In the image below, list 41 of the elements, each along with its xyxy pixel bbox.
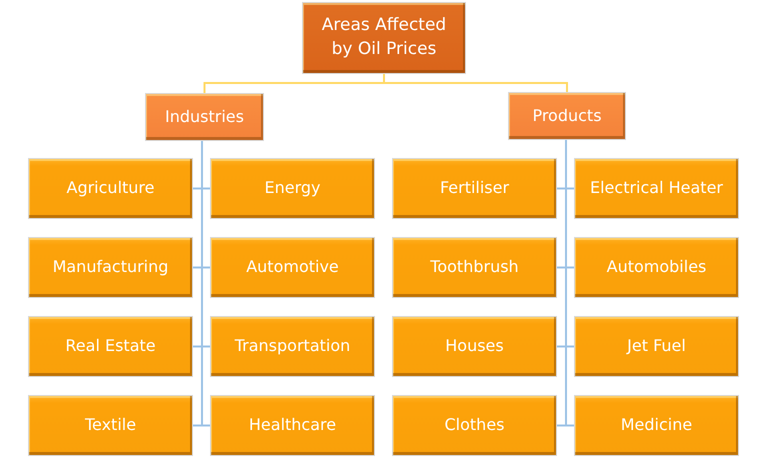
box-label: Healthcare bbox=[248, 414, 336, 436]
category-box bbox=[210, 395, 375, 456]
category-box bbox=[28, 237, 193, 298]
category-box bbox=[574, 158, 739, 219]
box-label: Automobiles bbox=[606, 256, 706, 278]
category-box bbox=[28, 316, 193, 377]
category-box bbox=[392, 395, 557, 456]
box-label: Clothes bbox=[444, 414, 504, 436]
category-box bbox=[574, 237, 739, 298]
category-box bbox=[574, 316, 739, 377]
box-label: Manufacturing bbox=[52, 256, 168, 278]
connector-line bbox=[565, 140, 574, 426]
category-box bbox=[392, 158, 557, 219]
category-box bbox=[508, 92, 626, 140]
box-label: Industries bbox=[165, 106, 244, 128]
box-label: Transportation bbox=[234, 335, 350, 358]
category-box bbox=[392, 316, 557, 377]
box-label: Electrical Heater bbox=[590, 177, 723, 200]
category-box bbox=[302, 2, 466, 74]
category-box bbox=[210, 316, 375, 377]
box-label: Fertiliser bbox=[440, 177, 510, 200]
box-label: Real Estate bbox=[65, 335, 156, 358]
category-box bbox=[145, 93, 264, 141]
category-box bbox=[210, 158, 375, 219]
box-label: Houses bbox=[445, 335, 504, 358]
box-label: Automotive bbox=[246, 256, 339, 278]
connector-line bbox=[383, 74, 568, 92]
box-label: Energy bbox=[264, 177, 320, 200]
box-label: Toothbrush bbox=[430, 256, 519, 278]
box-label: Textile bbox=[84, 414, 136, 436]
connector-line bbox=[201, 141, 210, 426]
box-label: Medicine bbox=[620, 414, 692, 436]
category-box bbox=[28, 395, 193, 456]
box-label: Jet Fuel bbox=[627, 335, 686, 358]
category-box bbox=[210, 237, 375, 298]
box-label: Agriculture bbox=[66, 177, 154, 200]
box-label: Products bbox=[532, 104, 602, 127]
box-label: Areas Affected by Oil Prices bbox=[320, 14, 448, 61]
category-box bbox=[392, 237, 557, 298]
category-box bbox=[28, 158, 193, 219]
category-box bbox=[574, 395, 739, 456]
